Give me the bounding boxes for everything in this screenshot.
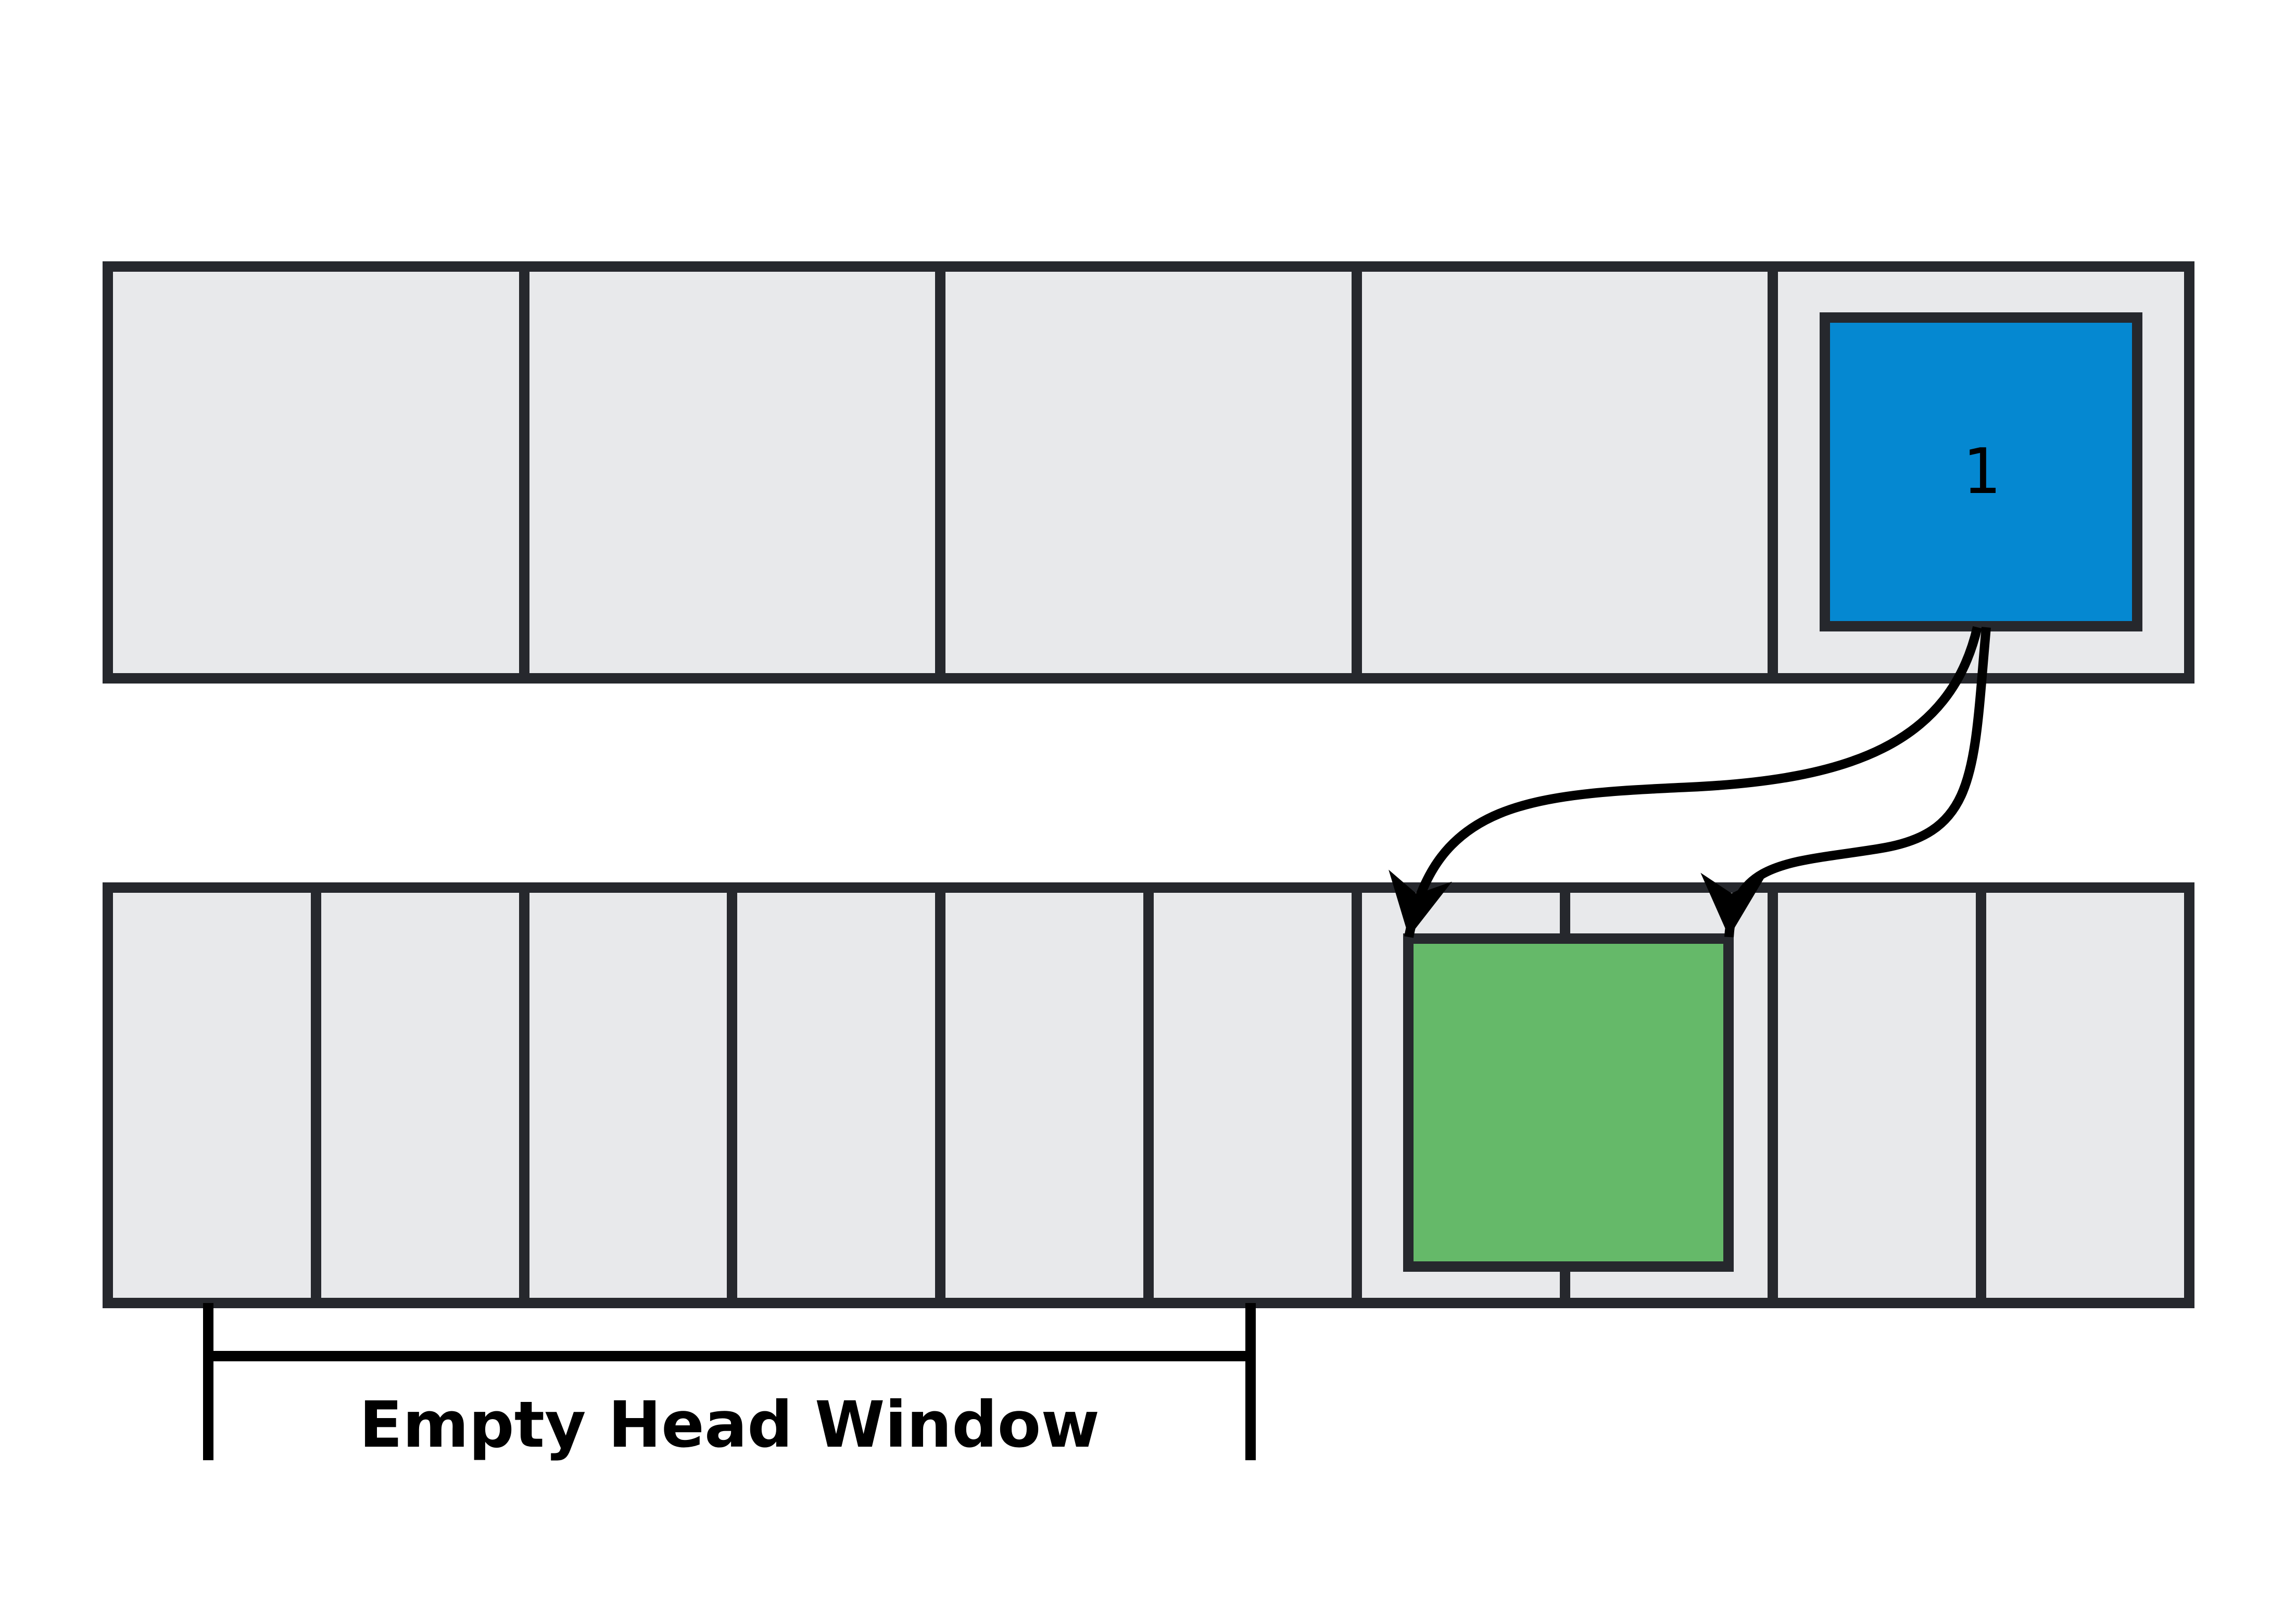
memory-cell xyxy=(1778,893,1976,1298)
memory-cell xyxy=(529,272,936,673)
memory-cell xyxy=(945,272,1352,673)
memory-cell xyxy=(1361,272,1768,673)
memory-cell xyxy=(113,893,311,1298)
memory-cell xyxy=(945,893,1143,1298)
memory-cell xyxy=(529,893,727,1298)
bottom-row xyxy=(103,882,2194,1308)
bracket-label: Empty Head Window xyxy=(359,1388,1100,1462)
blue-token-square: 1 xyxy=(1820,312,2142,631)
memory-cell xyxy=(1986,893,2184,1298)
token-value: 1 xyxy=(1962,435,2000,508)
memory-cell xyxy=(113,272,519,673)
memory-cell xyxy=(737,893,936,1298)
memory-cell xyxy=(321,893,519,1298)
green-target-square xyxy=(1403,933,1734,1272)
memory-cell xyxy=(1153,893,1352,1298)
